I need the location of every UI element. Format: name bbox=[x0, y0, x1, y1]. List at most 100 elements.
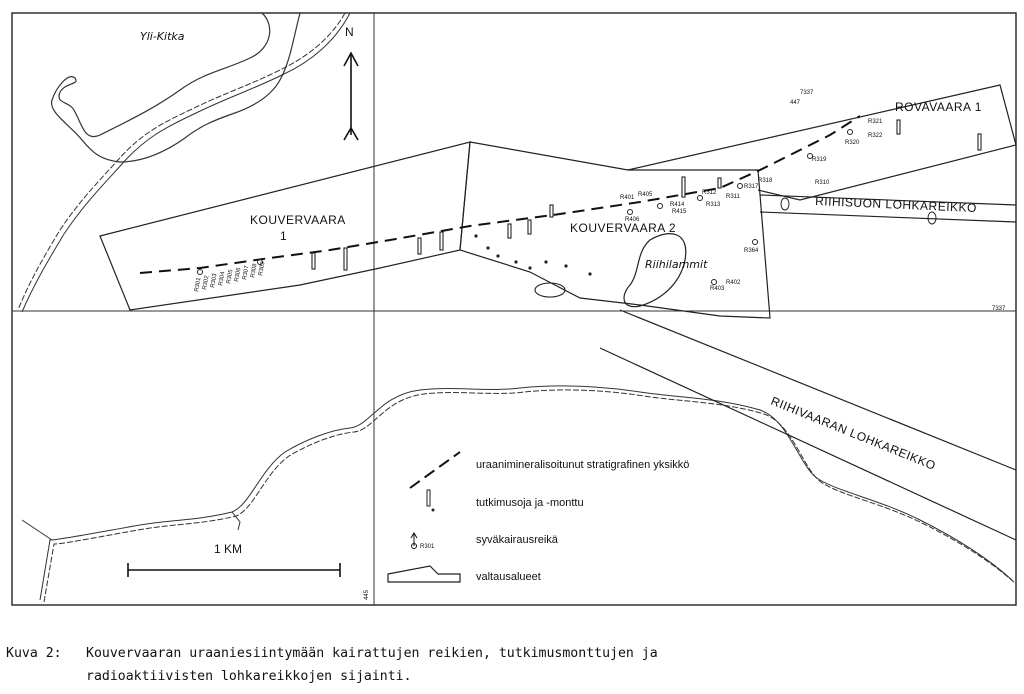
drillhole-label: R317 bbox=[744, 184, 759, 190]
drillhole-label: R403 bbox=[710, 286, 725, 292]
trench-dot bbox=[528, 266, 532, 270]
trench bbox=[507, 223, 512, 239]
trench-dot bbox=[564, 264, 568, 268]
label-rovavaara-1: ROVAVAARA 1 bbox=[895, 100, 982, 114]
drillhole-marker bbox=[197, 269, 203, 275]
trench bbox=[417, 237, 422, 255]
trench-dots bbox=[474, 234, 592, 276]
drillhole-label: R306 bbox=[234, 267, 243, 283]
grid-label-447-top: 447 bbox=[790, 100, 801, 106]
drillhole-label: R313 bbox=[706, 202, 721, 208]
drillhole-icon bbox=[410, 532, 418, 549]
scale-label: 1 KM bbox=[214, 542, 242, 556]
north-label: N bbox=[345, 25, 354, 39]
drillhole-label: R414 bbox=[670, 202, 685, 208]
drillhole-label: R322 bbox=[868, 133, 883, 139]
drillhole-label: R318 bbox=[758, 178, 773, 184]
drillhole-marker bbox=[257, 259, 263, 265]
legend: uraanimineralisoitunut stratigrafinen yk… bbox=[387, 451, 689, 583]
label-kouvervaara-2: KOUVERVAARA 2 bbox=[570, 221, 676, 235]
pond-1 bbox=[780, 197, 790, 211]
caption-prefix: Kuva 2: bbox=[6, 646, 62, 661]
legend-label-trench: tutkimusoja ja -monttu bbox=[476, 497, 584, 509]
drillhole-label: R364 bbox=[744, 248, 759, 254]
trench bbox=[311, 252, 316, 270]
drillhole-label: R312 bbox=[702, 190, 717, 196]
map-frame bbox=[11, 12, 1017, 606]
trench bbox=[717, 177, 722, 189]
trench-dot bbox=[514, 260, 518, 264]
legend-label-drillhole: syväkairausreikä bbox=[476, 534, 559, 546]
drillhole-label: R401 bbox=[620, 195, 635, 201]
drillhole-label: R311 bbox=[726, 194, 741, 200]
trench-dot bbox=[486, 246, 490, 250]
drillhole-label: R406 bbox=[625, 217, 640, 223]
grid-label-7337-top: 7337 bbox=[800, 90, 814, 96]
label-riihilammit: Riihilammit bbox=[645, 258, 708, 271]
legend-label-claim: valtausalueet bbox=[476, 571, 541, 583]
legend-symbol-dashed-line bbox=[409, 451, 461, 489]
trench bbox=[343, 247, 348, 271]
trench bbox=[549, 204, 554, 218]
drillhole-label: R309 bbox=[258, 261, 267, 277]
drillhole-marker bbox=[711, 279, 717, 285]
drillhole-label: R305 bbox=[226, 269, 235, 285]
pond-2 bbox=[927, 211, 937, 225]
drillhole-label: R301 bbox=[194, 277, 203, 293]
trench bbox=[896, 119, 901, 135]
uranium-unit-line bbox=[139, 115, 861, 274]
grid-label-7337-right: 7337 bbox=[992, 306, 1006, 312]
legend-symbol-claim bbox=[387, 565, 461, 583]
drillhole-marker bbox=[697, 195, 703, 201]
trench-dot bbox=[544, 260, 548, 264]
trench bbox=[681, 176, 686, 198]
trench-dot bbox=[474, 234, 478, 238]
drillhole-marker bbox=[737, 183, 743, 189]
riihisuo-band-top bbox=[759, 194, 1017, 206]
scale-bar bbox=[127, 563, 341, 577]
label-riihisuo: RIIHISUON LOHKAREIKKO bbox=[815, 194, 977, 215]
caption-line-1: Kouvervaaran uraaniesiintymään kairattuj… bbox=[86, 646, 658, 661]
lake-riihilammit bbox=[623, 233, 687, 308]
drillhole-marker bbox=[657, 203, 663, 209]
drillhole-marker bbox=[752, 239, 758, 245]
legend-label-unit: uraanimineralisoitunut stratigrafinen yk… bbox=[476, 459, 689, 471]
small-lake bbox=[534, 282, 566, 298]
legend-sample-drillhole: R301 bbox=[420, 544, 435, 550]
drillhole-label: R310 bbox=[815, 180, 830, 186]
legend-symbol-trench-dot bbox=[431, 508, 435, 512]
road-lower-2 bbox=[43, 389, 1017, 603]
drillhole-label: R405 bbox=[638, 192, 653, 198]
drillhole-label: R320 bbox=[845, 140, 860, 146]
drillhole-label: R402 bbox=[726, 280, 741, 286]
claim-rovavaara bbox=[627, 84, 1017, 201]
drillhole-label: R304 bbox=[218, 271, 227, 287]
label-kouvervaara-1: KOUVERVAARA bbox=[250, 213, 346, 227]
drillhole-marker bbox=[807, 153, 813, 159]
label-riihivaara: RIIHIVAARAN LOHKAREIKKO bbox=[769, 394, 938, 473]
label-yli-kitka: Yli-Kitka bbox=[140, 30, 185, 43]
road-left-2 bbox=[21, 12, 351, 313]
trench-dot bbox=[588, 272, 592, 276]
grid-label-445-bottom: 445 bbox=[364, 589, 370, 600]
drillhole-labels: R401 R402 R403 R364 R405 R406 R414 R415 … bbox=[194, 119, 883, 292]
drillhole-label: R321 bbox=[868, 119, 883, 125]
drillhole-marker bbox=[847, 129, 853, 135]
drillhole-label: R303 bbox=[210, 273, 219, 289]
claim-kouvervaara-2 bbox=[459, 141, 771, 319]
drillhole-label: R308 bbox=[250, 263, 259, 279]
drillhole-markers bbox=[197, 129, 853, 285]
drillhole-label: R307 bbox=[242, 265, 251, 281]
drillhole-label: R302 bbox=[202, 275, 211, 291]
caption-line-2: radioaktiivisten lohkareikkojen sijainti… bbox=[86, 669, 412, 684]
riihivaara-band-top bbox=[619, 309, 1017, 471]
north-arrow-icon bbox=[343, 51, 359, 141]
road-lower bbox=[39, 385, 1013, 601]
road-branch bbox=[21, 511, 241, 541]
label-kouvervaara-1-number: 1 bbox=[280, 229, 287, 243]
trench-dot bbox=[496, 254, 500, 258]
drillhole-label: R319 bbox=[812, 157, 827, 163]
figure-caption: Kuva 2: Kouvervaaran uraaniesiintymään k… bbox=[6, 642, 1016, 688]
drillhole-label: R415 bbox=[672, 209, 687, 215]
